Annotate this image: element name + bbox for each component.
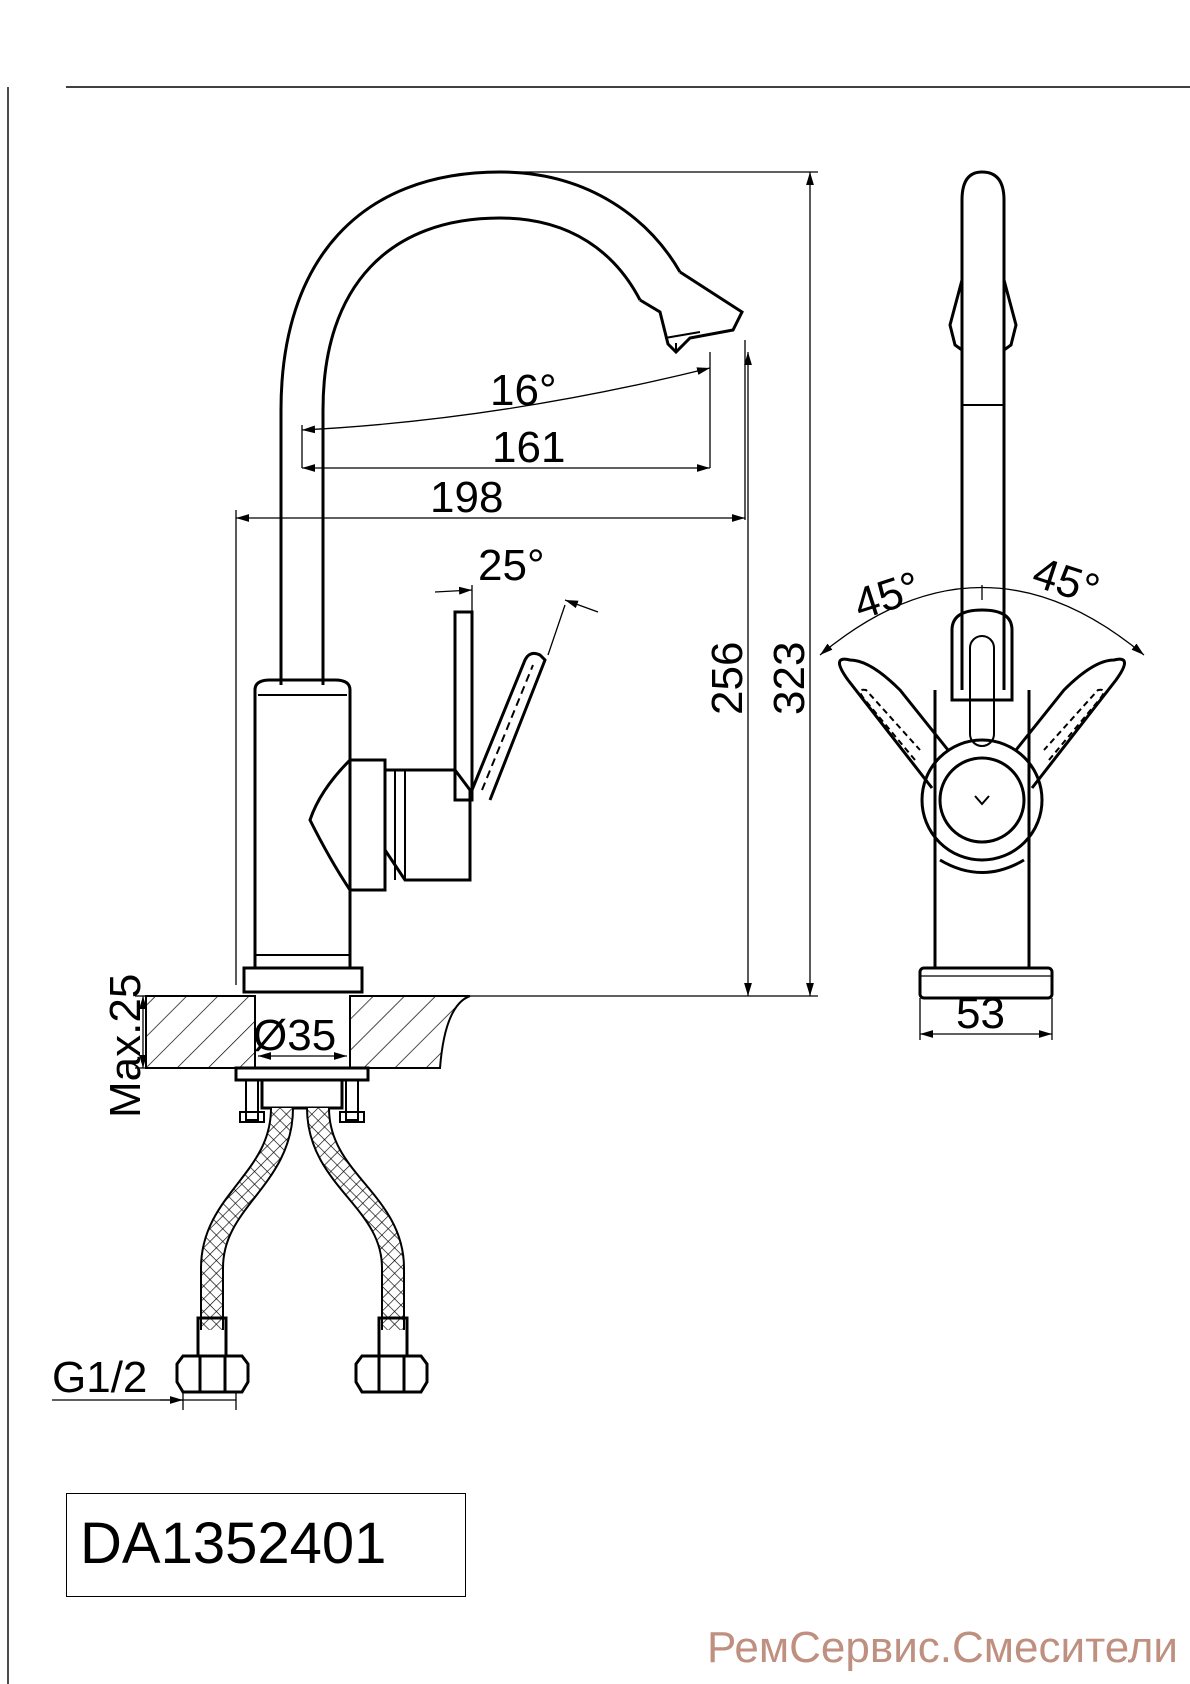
side-aerator bbox=[948, 279, 1018, 352]
side-lever-right bbox=[1014, 657, 1126, 789]
lever-open bbox=[470, 651, 547, 801]
model-code: DA1352401 bbox=[80, 1511, 387, 1576]
side-spout-tube bbox=[960, 170, 1006, 690]
rotation-left-label: 45° bbox=[848, 562, 926, 629]
side-cartridge-ring-inner bbox=[938, 756, 1026, 844]
lever-closed bbox=[453, 610, 474, 802]
dim-thread-label: G1/2 bbox=[52, 1353, 147, 1402]
fixing-washer bbox=[234, 1066, 370, 1082]
dim-max25-label: Max.25 bbox=[101, 974, 150, 1118]
dimension-lines-front: 16° 161 198 25° 256 323 Max.25 Ø35 bbox=[52, 171, 818, 1410]
side-lever-left-slot bbox=[859, 688, 921, 761]
base-plate bbox=[242, 966, 364, 994]
spout-outer-contour bbox=[279, 170, 682, 685]
stud-nut-left bbox=[239, 1111, 265, 1123]
side-cartridge-ring-outer bbox=[920, 738, 1044, 862]
spout-angle-label: 16° bbox=[490, 366, 557, 415]
model-code-box bbox=[66, 1493, 466, 1597]
mixer-body bbox=[253, 678, 352, 970]
side-base bbox=[918, 966, 1054, 1000]
dim-161-label: 161 bbox=[492, 423, 565, 472]
fixing-nut-assembly bbox=[234, 1066, 370, 1123]
handle-angle-label: 25° bbox=[478, 541, 545, 590]
stud-nut-right bbox=[339, 1111, 365, 1123]
cartridge-lines bbox=[394, 770, 406, 880]
handle-angle-arrow-2 bbox=[564, 599, 599, 613]
side-lever-center bbox=[950, 608, 1014, 702]
countertop-hatch-right bbox=[349, 995, 471, 1069]
side-ring-center bbox=[974, 795, 990, 806]
side-lever-left bbox=[838, 657, 950, 789]
dim-diameter-label: Ø35 bbox=[253, 1011, 336, 1060]
cartridge-housing bbox=[308, 758, 387, 892]
lever-open-dash bbox=[481, 664, 534, 791]
dim-256-label: 256 bbox=[703, 642, 752, 715]
dim-53-label: 53 bbox=[956, 989, 1005, 1038]
dim-198-label: 198 bbox=[430, 473, 503, 522]
watermark: РемСервис.Смесители bbox=[706, 1623, 1178, 1672]
stud-left bbox=[245, 1079, 259, 1121]
spout-inner-contour bbox=[321, 216, 642, 685]
hex-nut-right bbox=[354, 1354, 429, 1394]
spout-angle-arc bbox=[301, 367, 711, 434]
side-body bbox=[933, 690, 1031, 968]
aerator-detail bbox=[664, 331, 701, 352]
hex-nut-left bbox=[175, 1354, 250, 1394]
spout-aerator bbox=[639, 270, 744, 355]
rotation-right-label: 45° bbox=[1027, 548, 1105, 615]
handle-angle-arrow-1 bbox=[434, 586, 473, 595]
fixing-nut bbox=[260, 1078, 344, 1110]
countertop-hatch-left bbox=[145, 995, 256, 1069]
faucet-front-view: 45° 45° 53 bbox=[819, 170, 1145, 1040]
cartridge-cap bbox=[383, 768, 472, 882]
side-body-lower bbox=[939, 858, 1025, 874]
side-lever-slot bbox=[969, 635, 995, 747]
faucet-side-view bbox=[242, 170, 744, 994]
hose-right-mesh bbox=[308, 1107, 403, 1330]
handle-angle-ext-2 bbox=[547, 604, 566, 656]
hose-left-mesh bbox=[202, 1107, 292, 1330]
flexible-hoses bbox=[175, 1107, 429, 1394]
side-lever-right-slot bbox=[1043, 688, 1105, 761]
stud-right bbox=[345, 1079, 359, 1121]
dim-323-label: 323 bbox=[765, 642, 814, 715]
